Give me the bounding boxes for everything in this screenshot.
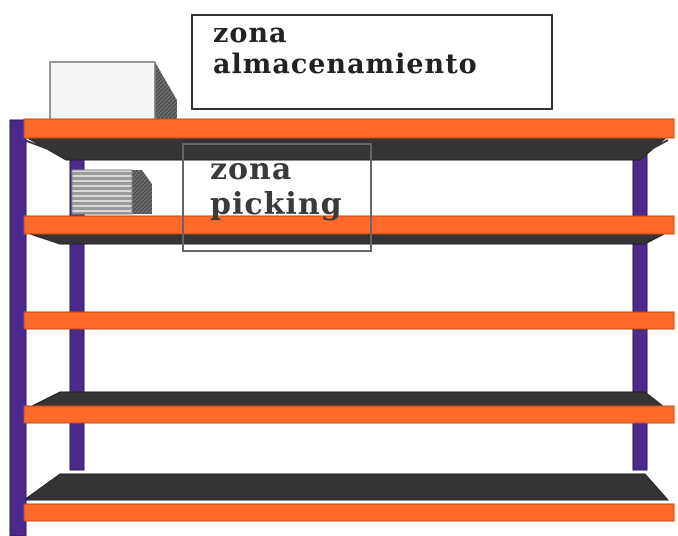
picking-box	[71, 169, 152, 215]
storage-zone-line-1: zona	[213, 18, 288, 49]
shelf-beam-3	[23, 311, 675, 330]
rack-struts	[23, 139, 669, 159]
picking-zone-label: zona picking	[182, 143, 372, 252]
storage-box	[49, 61, 177, 121]
shelf-beam-5	[23, 503, 675, 522]
picking-zone-line-2: picking	[210, 186, 343, 222]
picking-zone-line-1: zona	[210, 152, 293, 187]
shelf-deck-4	[22, 473, 670, 501]
shelf-beam-4	[23, 405, 675, 424]
shelf-beam-1	[23, 118, 675, 139]
picking-box-front	[71, 169, 133, 215]
storage-box-front	[49, 61, 156, 121]
storage-zone-line-2: almacenamiento	[213, 49, 478, 81]
storage-zone-label: zona almacenamiento	[191, 14, 553, 110]
shelf-beam-2	[23, 215, 675, 235]
picking-box-side	[130, 170, 152, 214]
